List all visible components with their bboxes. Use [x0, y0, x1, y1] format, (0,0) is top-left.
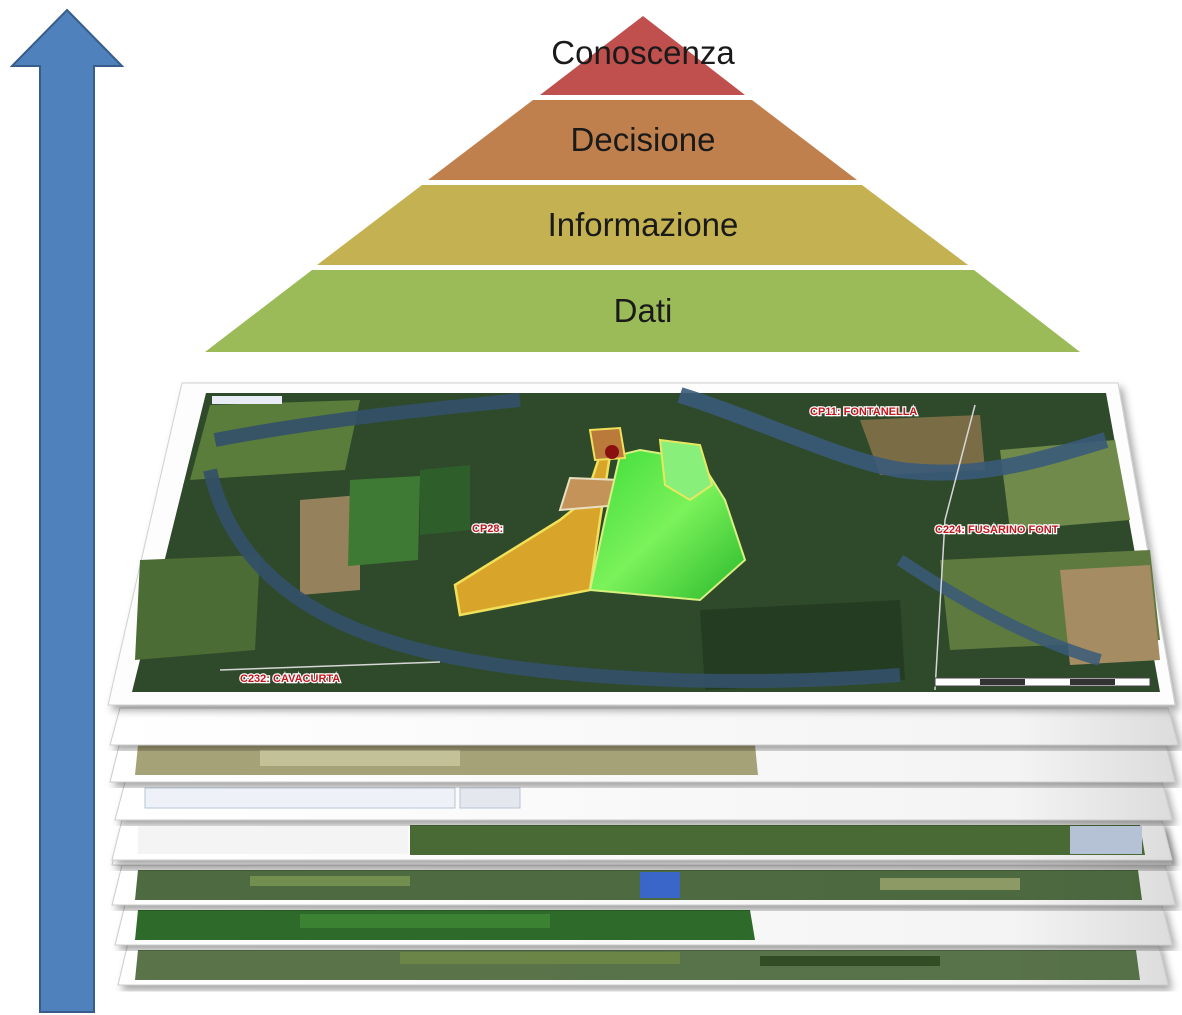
map-sheet [109, 741, 1176, 783]
pyramid-label-dati: Dati [614, 292, 673, 329]
map-sheet [114, 904, 1173, 946]
map-sheet [117, 942, 1169, 986]
dikw-pyramid: Conoscenza Decisione Informazione Dati [205, 16, 1080, 352]
map-sheet [109, 707, 1179, 746]
pyramid-label-conoscenza: Conoscenza [551, 34, 735, 71]
map-sheet [111, 819, 1173, 861]
map-sheet-stack: CP11: FONTANELLA CP28: C224: FUSARINO FO… [107, 382, 1179, 986]
pyramid-level-decisione [428, 100, 857, 180]
map-label: CP11: FONTANELLA [810, 406, 917, 418]
aerial-map: CP11: FONTANELLA CP28: C224: FUSARINO FO… [132, 387, 1160, 692]
map-sheet [111, 864, 1176, 906]
pyramid-label-informazione: Informazione [548, 206, 739, 243]
upward-arrow [9, 8, 125, 1013]
map-label: CP28: [472, 523, 503, 535]
arrow-shape [9, 8, 125, 1013]
pyramid-level-conoscenza [540, 16, 745, 95]
pyramid-label-decisione: Decisione [571, 121, 716, 158]
pyramid-level-dati [205, 270, 1080, 352]
map-label: C232: CAVACURTA [240, 673, 340, 685]
map-sheet [114, 781, 1173, 821]
map-label: C224: FUSARINO FONT [935, 524, 1059, 536]
pyramid-level-informazione [317, 185, 968, 265]
